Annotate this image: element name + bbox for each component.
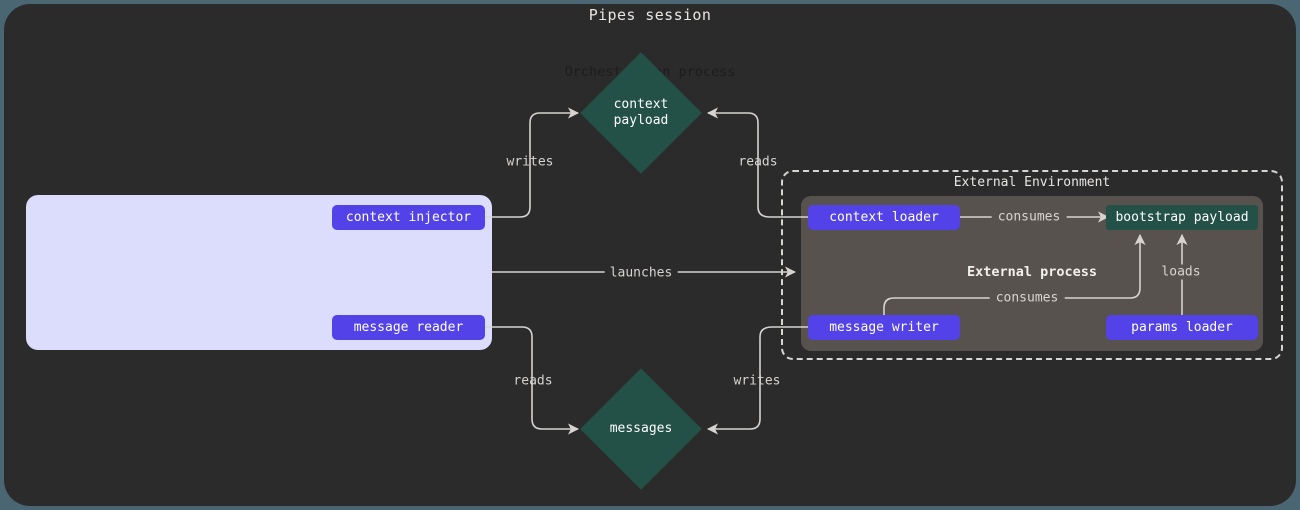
edge-label-launches: launches [604,265,678,281]
edge-label-reads-context: reads [738,154,778,170]
edge-writer-writes-messages [706,326,808,435]
edge-label-consumes-context: consumes [991,209,1067,225]
edge-label-consumes-writer: consumes [989,290,1065,306]
node-bootstrap-payload[interactable]: bootstrap payload [1106,205,1258,230]
node-context-loader[interactable]: context loader [808,205,960,230]
node-message-writer[interactable]: message writer [808,315,960,340]
node-context-payload[interactable]: context payload [580,52,702,174]
node-params-loader[interactable]: params loader [1106,315,1258,340]
edge-label-writes-context: writes [506,154,554,170]
cluster-external-environment [781,170,1283,360]
context-payload-label: context payload [614,97,669,129]
edge-injector-writes-context [485,107,580,218]
cluster-external-environment-label: External Environment [953,175,1111,190]
node-context-injector[interactable]: context injector [332,205,485,230]
context-payload-label-line2: payload [613,113,669,128]
edge-label-writes-messages: writes [733,373,781,389]
edge-reader-reads-messages [485,326,580,435]
edge-label-loads: loads [1155,264,1207,280]
cluster-external-process-label: External process [966,264,1098,280]
node-messages[interactable]: messages [580,368,702,490]
messages-label: messages [609,421,673,436]
context-payload-label-line1: context [613,97,669,112]
node-message-reader[interactable]: message reader [332,315,485,340]
page-title: Pipes session [588,6,712,24]
edge-label-reads-messages: reads [513,373,553,389]
edge-loader-reads-context [706,107,808,218]
